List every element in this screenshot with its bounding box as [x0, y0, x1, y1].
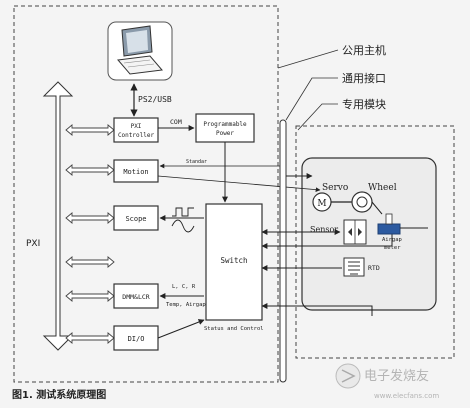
wheel-axis [371, 201, 383, 215]
host-boundary [13, 5, 279, 383]
host-label: 公用主机 [342, 43, 386, 57]
watermark-url: www.elecfans.com [374, 392, 439, 400]
dmm-lcr-label: DMM&LCR [122, 293, 149, 301]
sensor-icon [343, 219, 367, 245]
status-control-label: Status and Control [204, 326, 264, 332]
airgap-meter-line1: Airgap [382, 237, 402, 243]
module-boundary [295, 125, 455, 359]
ps2-usb-label: PS2/USB [138, 95, 172, 104]
scope-label: Scope [125, 215, 146, 223]
programmable-power-box [195, 113, 255, 143]
programmable-power-line2: Power [216, 130, 234, 137]
pxi-bus [42, 81, 74, 351]
lcr-values-label: L, C, R [172, 284, 196, 290]
switch-box [205, 203, 263, 321]
module-leader [297, 103, 338, 131]
caption: 图1. 测试系统原理图 [12, 388, 106, 401]
servo-label: Servo [322, 183, 348, 193]
airgap-meter-line2: meter [384, 245, 401, 251]
scope-box [113, 205, 159, 231]
airgap-probe [385, 213, 393, 225]
standar-label: Standar [186, 159, 207, 165]
general-interface-bus [279, 119, 287, 383]
rtd-icon [348, 261, 360, 275]
motor-symbol: M [317, 199, 326, 209]
programmable-power-line1: Programmable [203, 121, 247, 128]
pxi-controller-line2: Controller [118, 132, 155, 139]
watermark-logo [335, 363, 361, 389]
bus-connectors [65, 124, 115, 344]
pxi-controller-line1: PXI [131, 123, 142, 130]
airgap-sensor-block [377, 223, 401, 235]
motion-command-link [157, 175, 321, 193]
module-label: 专用模块 [342, 97, 386, 111]
interface-leader [285, 77, 338, 121]
sensor-label: Sensor [310, 225, 338, 234]
module-panel [301, 157, 437, 311]
wheel-label: Wheel [368, 183, 397, 193]
wheel-icon [351, 191, 373, 213]
host-leader [277, 49, 339, 69]
switch-label: Switch [220, 256, 247, 265]
com-label: COM [170, 118, 182, 126]
interface-label: 通用接口 [342, 72, 386, 85]
rtd-label: RTD [368, 264, 380, 272]
wheel-hub-icon [356, 196, 368, 208]
rtd-box [343, 257, 365, 277]
watermark-text: 电子发烧友 [364, 368, 429, 384]
pxi-label: PXI [26, 239, 40, 249]
motion-box [113, 159, 159, 183]
dmm-lcr-box [113, 283, 159, 309]
dio-status-link [157, 319, 205, 339]
watermark-logo-mark [341, 369, 356, 383]
dio-box [113, 325, 159, 351]
status-return-link [261, 303, 373, 316]
motion-label: Motion [123, 168, 148, 176]
dio-label: DI/O [128, 335, 145, 343]
sine-wave-icon [171, 219, 195, 233]
pxi-controller-box [113, 117, 159, 143]
square-wave-icon [172, 207, 194, 217]
temp-airgap-label: Temp, Airgap [166, 302, 206, 308]
computer-icon [107, 21, 173, 81]
